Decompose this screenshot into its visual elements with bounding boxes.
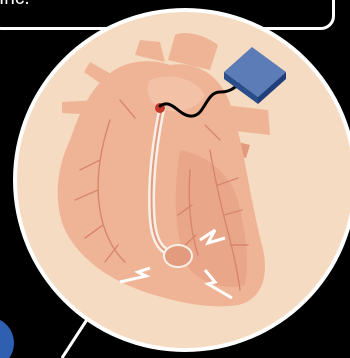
pointer-line	[62, 318, 88, 358]
blue-marker	[0, 317, 14, 358]
lead-tip	[164, 245, 192, 267]
